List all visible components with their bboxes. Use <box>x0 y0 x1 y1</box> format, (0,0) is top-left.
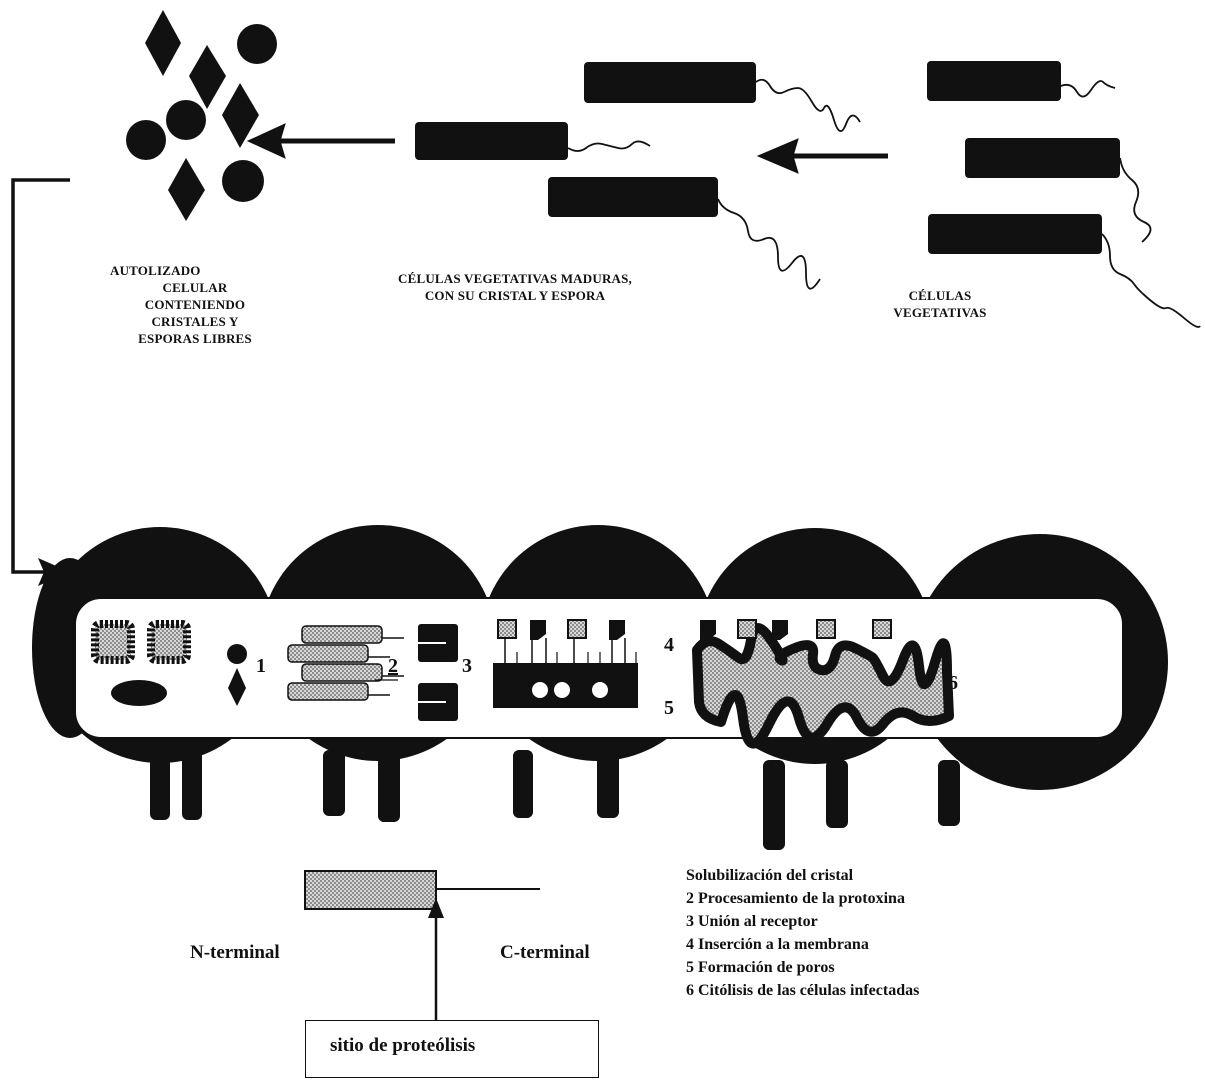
legend-item: Solubilización del cristal <box>686 864 1186 887</box>
autolizado-line-5: ESPORAS LIBRES <box>110 330 280 347</box>
steps-legend: Solubilización del cristal 2 Procesamien… <box>686 864 1186 1002</box>
crystal-diamond <box>145 10 181 76</box>
legend-item: 4 Inserción a la membrana <box>686 933 1186 956</box>
step-number-6: 6 <box>948 672 958 695</box>
legend-item: 2 Procesamiento de la protoxina <box>686 887 1186 910</box>
legend-item: 5 Formación de poros <box>686 956 1186 979</box>
flow-connector <box>13 180 70 572</box>
n-terminal-label: N-terminal <box>190 942 280 964</box>
spore-circle <box>126 120 166 160</box>
mature-line-2: CON SU CRISTAL Y ESPORA <box>340 287 690 304</box>
step-number-1: 1 <box>256 655 266 678</box>
vegetative-line-1: CÉLULAS <box>880 287 1000 304</box>
mature-line-1: CÉLULAS VEGETATIVAS MADURAS, <box>340 270 690 287</box>
step-number-2: 2 <box>388 655 398 678</box>
autolizado-line-2: CELULAR <box>110 279 280 296</box>
label-mature-cells: CÉLULAS VEGETATIVAS MADURAS, CON SU CRIS… <box>340 270 690 304</box>
autolizado-line-3: CONTENIENDO <box>110 296 280 313</box>
crystal-diamond <box>189 45 226 109</box>
mature-cells <box>415 62 860 289</box>
autolizado-line-4: CRISTALES Y <box>110 313 280 330</box>
legend-item: 3 Unión al receptor <box>686 910 1186 933</box>
autolizado-line-1: AUTOLIZADO <box>110 263 201 278</box>
step-number-3: 3 <box>462 655 472 678</box>
label-autolizado: AUTOLIZADO CELULAR CONTENIENDO CRISTALES… <box>110 262 280 347</box>
crystal-diamond <box>168 158 205 221</box>
spore-circle <box>222 160 264 202</box>
vegetative-line-2: VEGETATIVAS <box>880 304 1000 321</box>
step-number-4: 4 <box>664 634 674 657</box>
label-vegetative-cells: CÉLULAS VEGETATIVAS <box>880 287 1000 321</box>
proteolysis-site-box: sitio de proteólisis <box>305 1020 599 1078</box>
spore-circle <box>237 24 277 64</box>
step-number-5: 5 <box>664 697 674 720</box>
c-terminal-label: C-terminal <box>500 942 590 964</box>
proteolysis-site-label: sitio de proteólisis <box>330 1035 475 1057</box>
legend-item: 6 Citólisis de las células infectadas <box>686 979 1186 1002</box>
spore-circle <box>166 100 206 140</box>
crystals-spores-cluster <box>126 10 277 221</box>
